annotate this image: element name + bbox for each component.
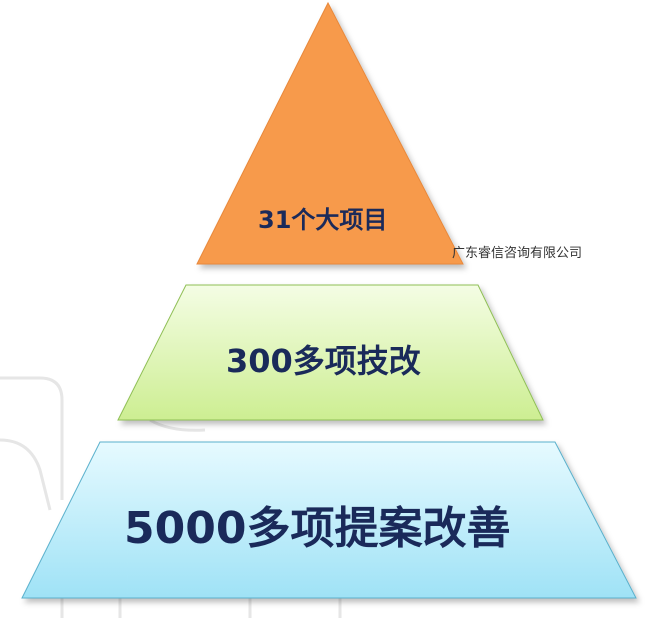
pyramid-tier-middle — [117, 284, 544, 421]
company-watermark: 广东睿信咨询有限公司 — [452, 246, 583, 261]
pyramid-tier-bottom — [21, 441, 637, 599]
tier-top-label: 31个大项目 — [258, 206, 388, 234]
tier-middle-label: 300多项技改 — [226, 342, 421, 380]
tier-bottom-label: 5000多项提案改善 — [124, 503, 511, 554]
pyramid-tier-top — [196, 1, 464, 265]
background-decoration — [0, 376, 342, 618]
